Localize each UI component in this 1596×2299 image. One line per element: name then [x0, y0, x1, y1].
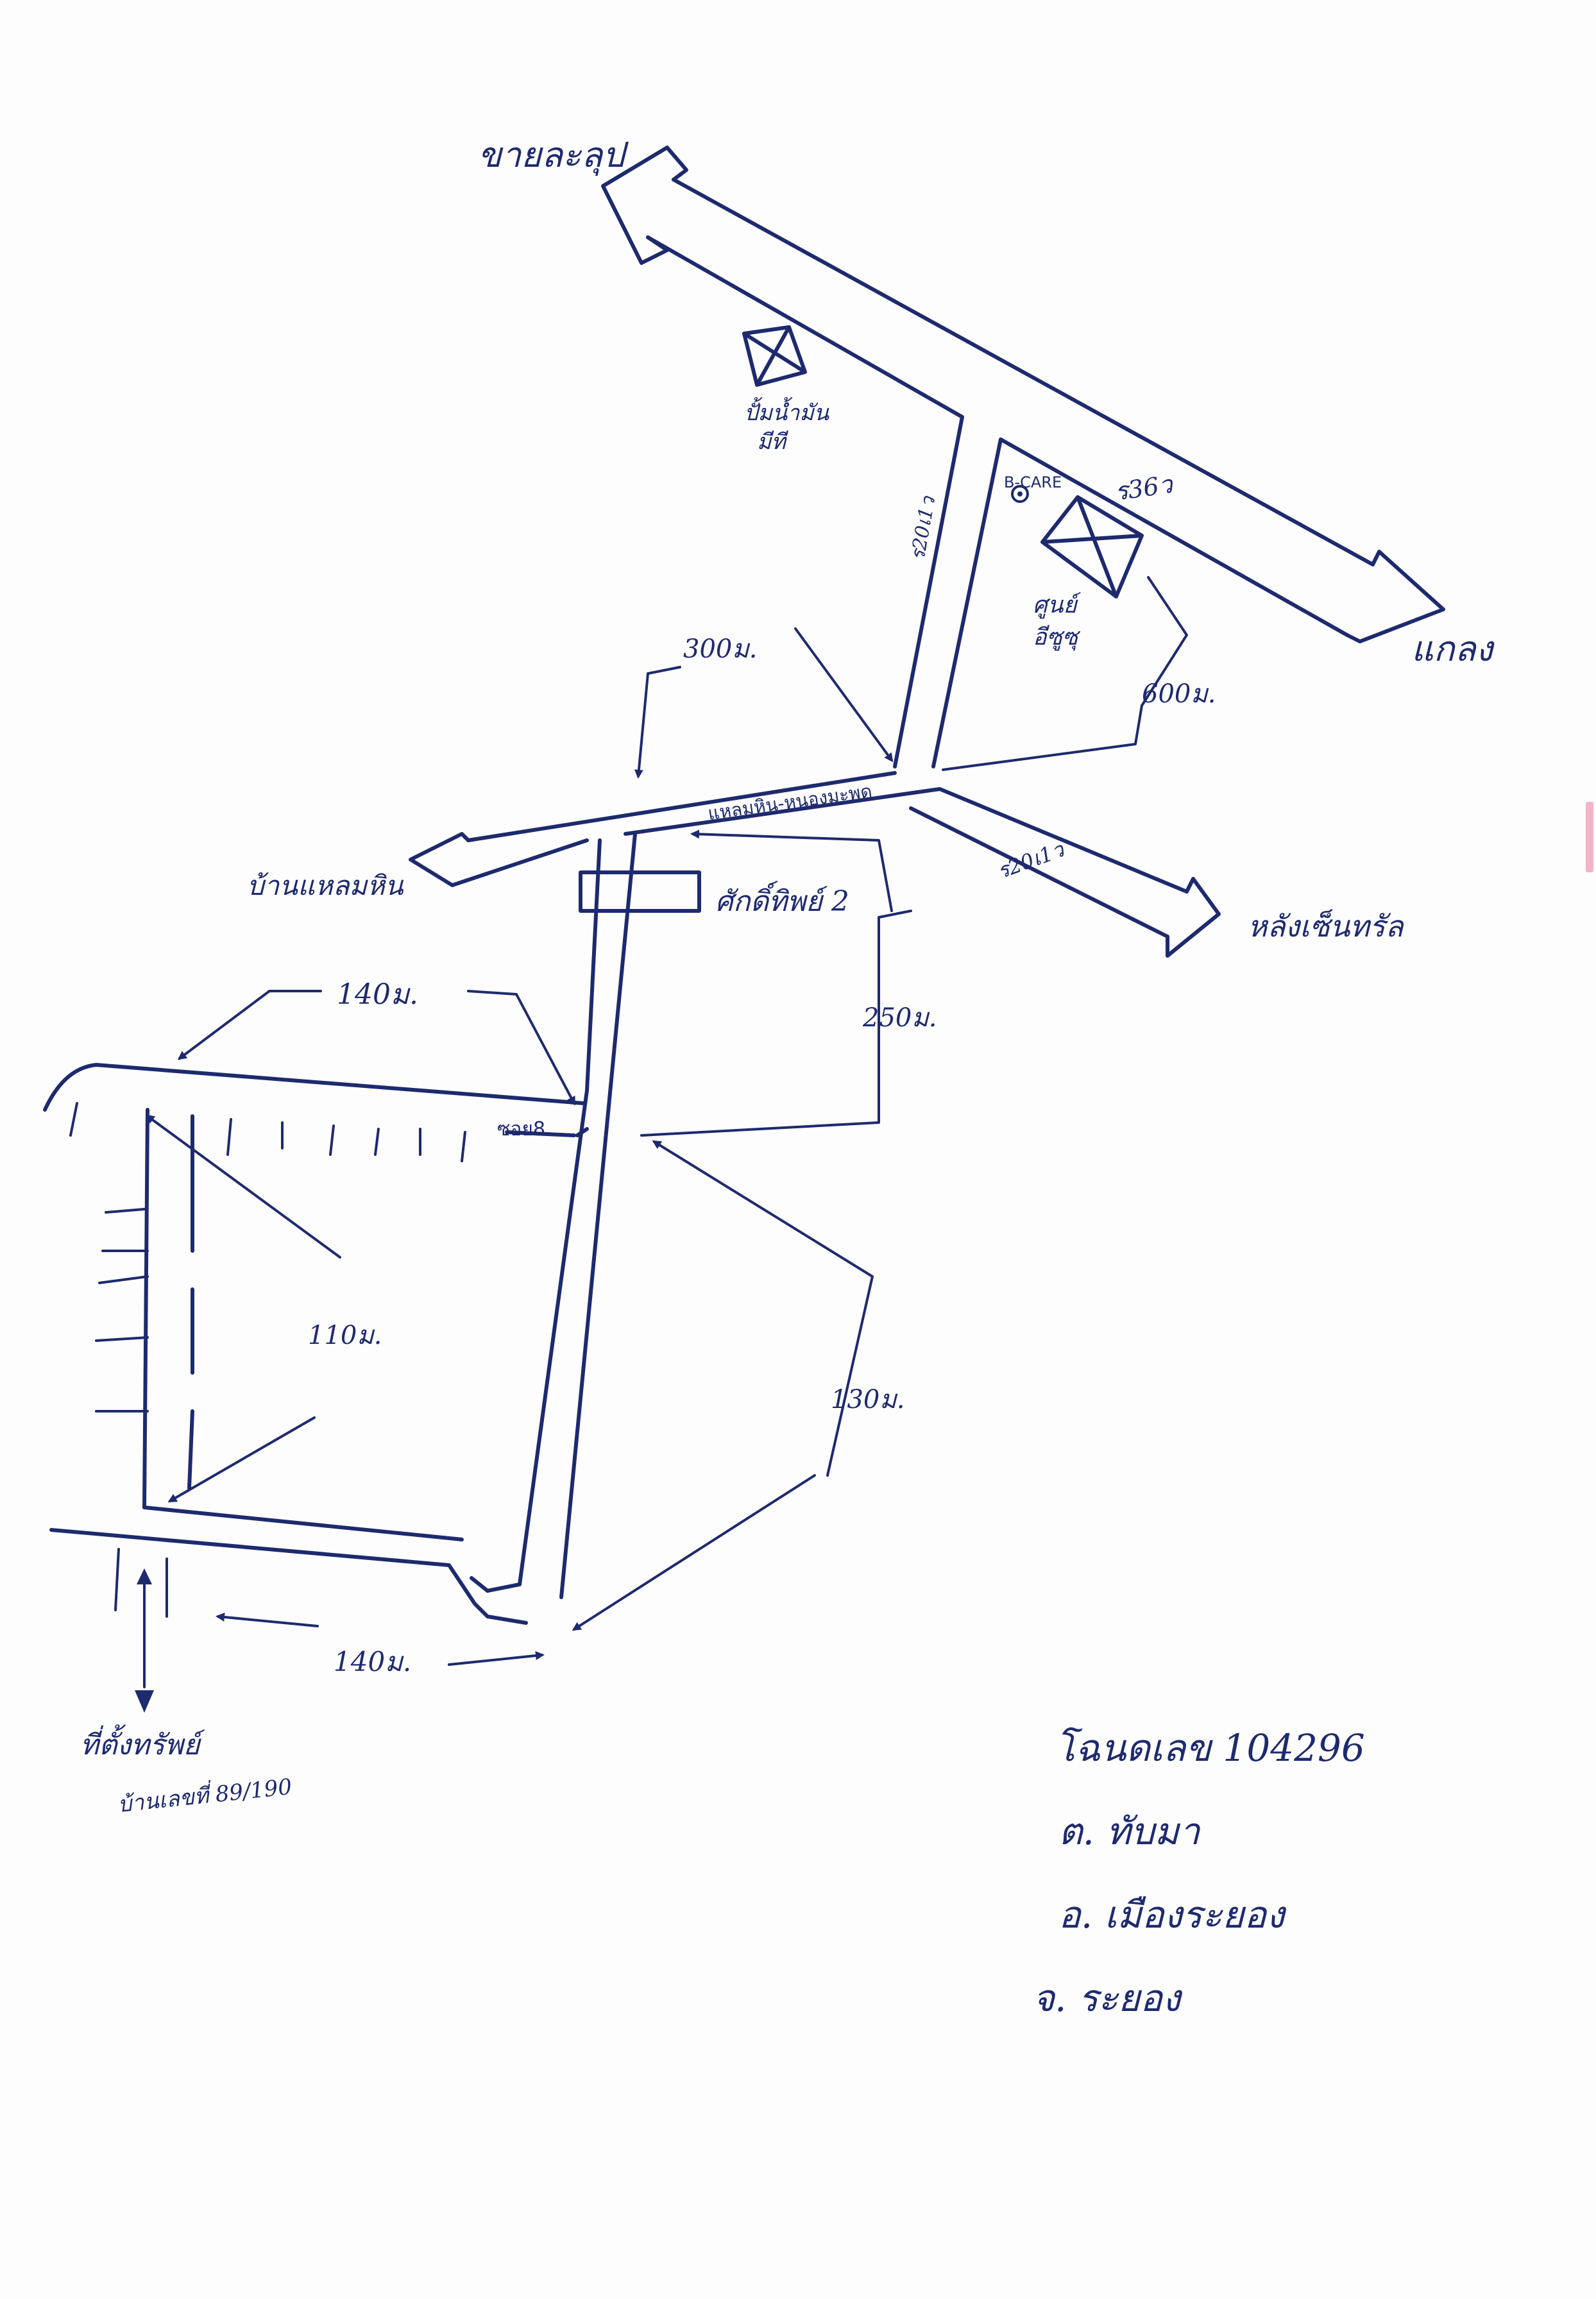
label-dist-130: 130ม.: [831, 1385, 904, 1414]
label-bcare: B-CARE: [1004, 473, 1062, 491]
road-main-soi: [470, 832, 637, 1599]
road-soi-8: [43, 1063, 586, 1509]
label-property-1: ที่ตั้งทรัพย์: [80, 1724, 205, 1761]
label-dist-250: 250ม.: [862, 1003, 937, 1033]
label-dist-110: 110ม.: [308, 1321, 382, 1350]
label-property-2: บ้านเลขที่ 89/190: [116, 1772, 293, 1818]
gas-station-marker: [742, 325, 807, 387]
label-road-sign-2: ร36ว: [1113, 470, 1176, 505]
label-shop: ศักดิ์ทิพย์ 2: [715, 881, 849, 918]
road-bottom-lane: [49, 1506, 528, 1625]
pink-edge-mark: [1586, 802, 1593, 872]
bcare-circle-icon: [1011, 485, 1029, 503]
label-gas-station-1: ปั้มน้ำมัน: [744, 396, 829, 426]
label-to-bottom-right: หลังเซ็นทรัล: [1248, 909, 1404, 944]
label-gas-station-2: มีที: [757, 429, 789, 455]
label-dist-140-top: 140ม.: [337, 978, 418, 1011]
highway-diagonal: [601, 146, 1445, 643]
shop-box: [579, 870, 701, 913]
property-info: โฉนดเลข 104296 ต. ทับมา อ. เมืองระยอง จ.…: [1033, 1726, 1365, 2020]
info-deed: โฉนดเลข 104296: [1055, 1726, 1365, 1770]
label-soi: ซอย8: [497, 1118, 545, 1141]
distance-leaders: [135, 576, 1188, 1713]
label-center-1: ศูนย์: [1033, 592, 1082, 619]
info-province: จ. ระยอง: [1033, 1976, 1183, 2020]
map-labels: ขายละลุป แกลง บ้านแหลมหิน หลังเซ็นทรัล แ…: [80, 135, 1495, 1818]
isuzu-center-marker: [1011, 485, 1144, 598]
road-ร20เ1ว-north: [893, 415, 1003, 768]
label-to-top-left: ขายละลุป: [478, 135, 629, 176]
label-dist-300: 300ม.: [683, 634, 757, 664]
road-laem-hin: [409, 771, 1221, 958]
label-road-sign-3: ร20เ1ว: [994, 836, 1069, 883]
label-dist-600: 600ม.: [1142, 679, 1216, 709]
info-tambon: ต. ทับมา: [1058, 1810, 1201, 1853]
label-dist-140-bottom: 140ม.: [334, 1646, 411, 1677]
info-amphoe: อ. เมืองระยอง: [1058, 1893, 1287, 1937]
label-road-main: แหลมหิน-หนองมะพด: [706, 780, 873, 824]
label-to-right: แกลง: [1411, 629, 1495, 669]
label-to-left: บ้านแหลมหิน: [247, 870, 404, 901]
label-center-2: อีซูซุ: [1033, 624, 1081, 651]
